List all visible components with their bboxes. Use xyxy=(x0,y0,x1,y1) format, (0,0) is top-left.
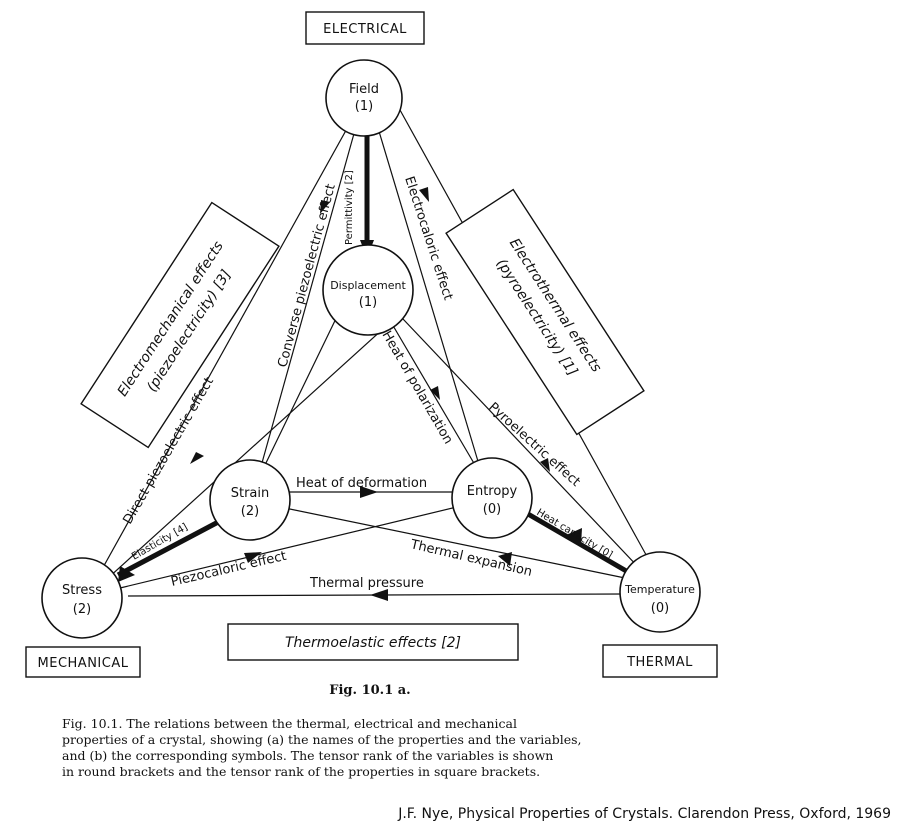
node-displacement: Displacement (1) xyxy=(322,244,414,336)
stress-circle xyxy=(41,557,123,639)
field-rank: (1) xyxy=(355,99,373,114)
thermoelastic-group: Thermoelastic effects [2] xyxy=(227,623,519,661)
label-thermal-expansion: Thermal expansion xyxy=(408,537,533,580)
label-heat-deformation: Heat of deformation xyxy=(296,476,427,491)
thermoelastic-box xyxy=(227,623,519,661)
strain-circle xyxy=(209,459,291,541)
edge-displacement-strain xyxy=(264,299,346,466)
node-field: Field (1) xyxy=(325,59,403,137)
label-permittivity: Permittivity [2] xyxy=(344,170,355,245)
arrowhead-thermal-pressure xyxy=(370,589,388,601)
arrowhead-thermal-expansion xyxy=(498,552,512,566)
thermoelastic-label: Thermoelastic effects [2] xyxy=(285,635,461,651)
caption-line: properties of a crystal, showing (a) the… xyxy=(62,732,582,747)
label-piezocaloric: Piezocaloric effect xyxy=(170,549,288,590)
edge-stress-field xyxy=(85,97,365,599)
arrowhead-piezocaloric xyxy=(244,552,262,563)
strain-name: Strain xyxy=(231,486,270,501)
source-credit: J.F. Nye, Physical Properties of Crystal… xyxy=(398,806,891,822)
domain-mechanical: MECHANICAL xyxy=(25,646,141,678)
node-strain: Strain (2) xyxy=(209,459,291,541)
edge-stress-entropy xyxy=(119,504,466,589)
domain-electrical: ELECTRICAL xyxy=(305,11,425,45)
field-name: Field xyxy=(349,82,379,97)
node-stress: Stress (2) xyxy=(41,557,123,639)
arrowhead-pyroelectric xyxy=(540,458,550,472)
arrowhead-heat-polarization xyxy=(430,386,440,400)
arrowhead-electrocaloric xyxy=(419,187,429,202)
edge-displacement-temperature xyxy=(384,299,661,591)
displacement-rank: (1) xyxy=(359,295,377,310)
edge-strain-temperature xyxy=(284,507,626,579)
node-temperature: Temperature (0) xyxy=(619,551,701,633)
figure-label: Fig. 10.1 a. xyxy=(329,683,410,698)
edge-field-strain xyxy=(259,129,356,471)
entropy-rank: (0) xyxy=(483,502,501,517)
arrowhead-heat-capacity xyxy=(564,528,582,546)
displacement-circle xyxy=(322,244,414,336)
arrowhead-elasticity xyxy=(118,566,135,582)
domain-thermal: THERMAL xyxy=(602,644,718,678)
entropy-name: Entropy xyxy=(467,484,518,499)
stress-name: Stress xyxy=(62,583,102,598)
mechanical-label: MECHANICAL xyxy=(38,656,129,671)
edge-displacement-entropy xyxy=(384,311,476,466)
arrowhead-heat-deformation xyxy=(360,486,378,498)
node-entropy: Entropy (0) xyxy=(451,457,533,539)
displacement-name: Displacement xyxy=(330,279,406,292)
electromechanical-box xyxy=(80,201,280,449)
edge-elasticity xyxy=(116,517,224,578)
edge-stress-displacement xyxy=(85,317,396,599)
temperature-name: Temperature xyxy=(624,583,695,596)
edge-field-entropy xyxy=(377,127,481,469)
mechanical-box xyxy=(25,646,141,678)
field-circle xyxy=(325,59,403,137)
caption-line: and (b) the corresponding symbols. The t… xyxy=(62,748,554,763)
figure-caption: Fig. 10.1. The relations between the the… xyxy=(62,716,762,780)
thermal-label: THERMAL xyxy=(626,655,693,670)
electrothermal-group: Electrothermal effects (pyroelectricity)… xyxy=(445,188,645,436)
stress-rank: (2) xyxy=(73,602,91,617)
arrowheads xyxy=(118,187,582,601)
entropy-circle xyxy=(451,457,533,539)
caption-line: Fig. 10.1. The relations between the the… xyxy=(62,716,517,731)
temperature-rank: (0) xyxy=(651,601,669,616)
label-thermal-pressure: Thermal pressure xyxy=(309,576,424,591)
thermal-box xyxy=(602,644,718,678)
arrowhead-direct-piezo xyxy=(190,452,204,464)
arrowhead-converse-piezo xyxy=(320,200,330,214)
electrothermal-box xyxy=(445,188,645,436)
temperature-circle xyxy=(619,551,701,633)
electrical-box xyxy=(305,11,425,45)
electrical-label: ELECTRICAL xyxy=(323,22,407,37)
strain-rank: (2) xyxy=(241,504,259,519)
caption-line: in round brackets and the tensor rank of… xyxy=(62,764,541,779)
label-heat-capacity: Heat capacity [0] xyxy=(534,507,614,561)
property-relations-diagram: Electromechanical effects (piezoelectric… xyxy=(25,11,718,698)
electromechanical-group: Electromechanical effects (piezoelectric… xyxy=(80,201,280,449)
